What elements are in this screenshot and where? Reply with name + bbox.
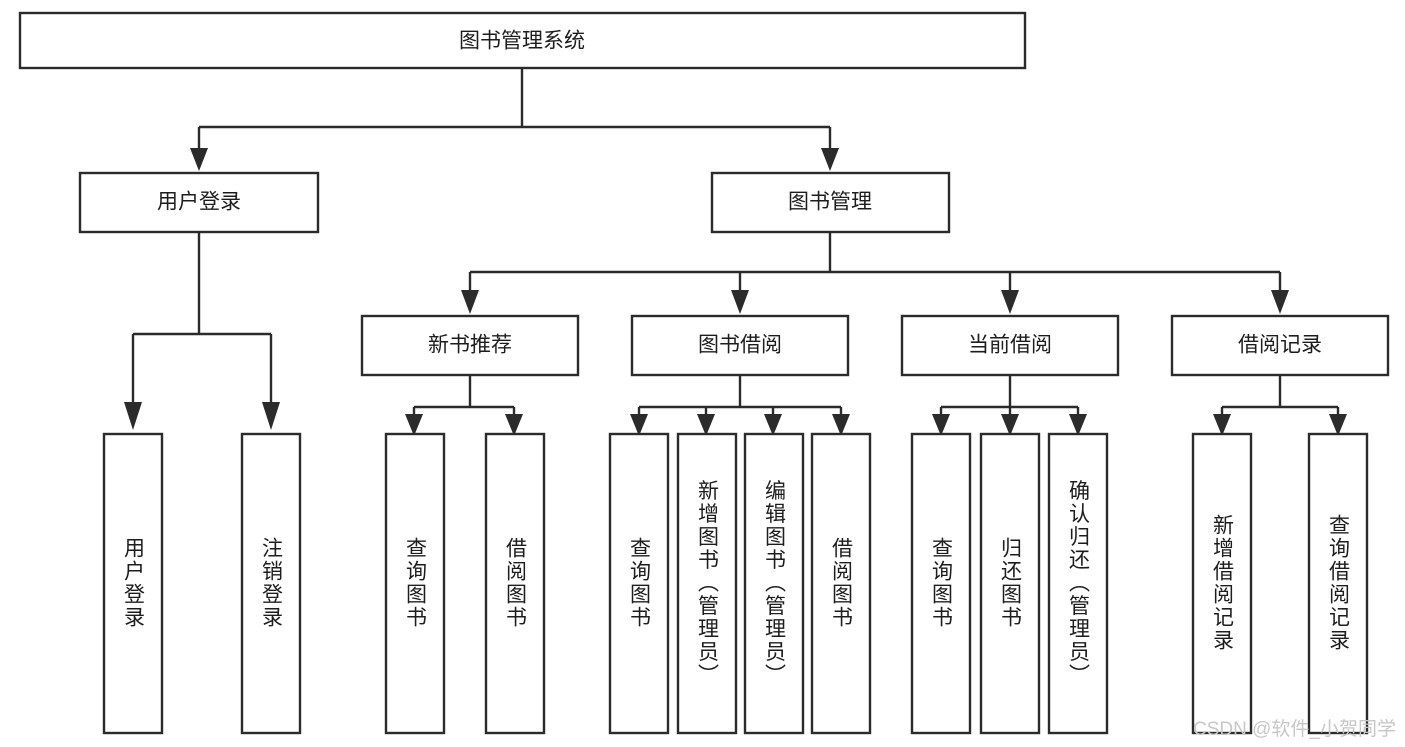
node-book-borrow[interactable]: 图书借阅 [630, 314, 850, 377]
node-label-root: 图书管理系统 [459, 30, 585, 53]
node-box-leaf-edit-book[interactable] [743, 432, 805, 735]
node-label-leaf-borrow-book-2: 借阅图书 [830, 537, 854, 629]
node-leaf-return-book[interactable]: 归还图书 [979, 432, 1041, 735]
arrow-head-leaf-query-book-2 [630, 414, 648, 436]
node-box-current-borrow[interactable] [900, 314, 1120, 377]
connector-layer [124, 68, 1347, 436]
node-box-leaf-user-login[interactable] [102, 432, 164, 735]
node-label-leaf-query-book-2: 查询图书 [628, 537, 652, 629]
node-leaf-confirm-return[interactable]: 确认归还（管理员） [1047, 432, 1109, 735]
node-box-leaf-add-book[interactable] [676, 432, 738, 735]
node-box-leaf-query-book-1[interactable] [384, 432, 446, 735]
arrow-head-current-borrow [1001, 290, 1019, 314]
node-leaf-query-record[interactable]: 查询借阅记录 [1307, 432, 1369, 735]
node-user-login[interactable]: 用户登录 [78, 171, 320, 234]
node-label-leaf-user-login: 用户登录 [122, 537, 146, 629]
node-leaf-query-book-2[interactable]: 查询图书 [608, 432, 670, 735]
node-box-leaf-borrow-book-1[interactable] [484, 432, 546, 735]
arrow-head-leaf-add-book [697, 414, 715, 436]
node-label-user-login: 用户登录 [157, 191, 241, 214]
node-new-book-recommend[interactable]: 新书推荐 [360, 314, 580, 377]
node-leaf-user-logout[interactable]: 注销登录 [240, 432, 302, 735]
arrow-head-new-book-recommend [461, 290, 479, 314]
node-box-root[interactable] [18, 11, 1027, 70]
node-box-book-borrow[interactable] [630, 314, 850, 377]
node-borrow-record[interactable]: 借阅记录 [1170, 314, 1390, 377]
node-box-leaf-return-book[interactable] [979, 432, 1041, 735]
node-label-book-manage: 图书管理 [788, 191, 872, 214]
node-box-book-manage[interactable] [710, 171, 951, 234]
arrow-head-user-login [190, 148, 208, 171]
node-label-leaf-borrow-book-1: 借阅图书 [504, 537, 528, 629]
arrow-head-leaf-user-logout [262, 402, 280, 430]
arrow-head-leaf-edit-book [764, 414, 782, 436]
arrow-head-leaf-query-book-1 [405, 414, 423, 436]
arrow-head-book-borrow [731, 290, 749, 314]
node-label-book-borrow: 图书借阅 [698, 334, 782, 357]
node-label-leaf-query-book-1: 查询图书 [404, 537, 428, 629]
arrow-head-leaf-confirm-return [1069, 414, 1087, 436]
node-leaf-borrow-book-1[interactable]: 借阅图书 [484, 432, 546, 735]
node-label-leaf-confirm-return: 确认归还（管理员） [1067, 480, 1091, 687]
node-label-leaf-add-record: 新增借阅记录 [1211, 514, 1235, 652]
node-leaf-query-book-3[interactable]: 查询图书 [910, 432, 972, 735]
node-box-borrow-record[interactable] [1170, 314, 1390, 377]
node-current-borrow[interactable]: 当前借阅 [900, 314, 1120, 377]
node-book-manage[interactable]: 图书管理 [710, 171, 951, 234]
node-box-leaf-user-logout[interactable] [240, 432, 302, 735]
node-box-leaf-borrow-book-2[interactable] [810, 432, 872, 735]
node-label-leaf-query-record: 查询借阅记录 [1327, 514, 1351, 652]
node-leaf-edit-book[interactable]: 编辑图书（管理员） [743, 432, 805, 735]
node-label-new-book-recommend: 新书推荐 [428, 334, 512, 357]
node-leaf-borrow-book-2[interactable]: 借阅图书 [810, 432, 872, 735]
node-box-leaf-query-record[interactable] [1307, 432, 1369, 735]
node-leaf-user-login[interactable]: 用户登录 [102, 432, 164, 735]
node-root-system[interactable]: 图书管理系统 [18, 11, 1027, 70]
node-label-leaf-query-book-3: 查询图书 [930, 537, 954, 629]
node-label-leaf-edit-book: 编辑图书（管理员） [763, 480, 787, 687]
arrow-head-leaf-return-book [1001, 414, 1019, 436]
node-box-leaf-query-book-3[interactable] [910, 432, 972, 735]
node-leaf-query-book-1[interactable]: 查询图书 [384, 432, 446, 735]
arrow-head-leaf-query-book-3 [932, 414, 950, 436]
node-label-leaf-user-logout: 注销登录 [260, 537, 284, 629]
arrow-head-book-manage [821, 148, 839, 171]
node-leaf-add-record[interactable]: 新增借阅记录 [1191, 432, 1253, 735]
arrow-head-leaf-user-login [124, 402, 142, 430]
node-box-leaf-query-book-2[interactable] [608, 432, 670, 735]
arrow-head-leaf-query-record [1329, 414, 1347, 436]
arrow-head-borrow-record [1271, 290, 1289, 314]
node-label-leaf-return-book: 归还图书 [999, 537, 1023, 629]
node-box-new-book-recommend[interactable] [360, 314, 580, 377]
node-box-leaf-add-record[interactable] [1191, 432, 1253, 735]
csdn-watermark: CSDN @软件_小贺同学 [1193, 718, 1396, 740]
node-label-current-borrow: 当前借阅 [968, 334, 1052, 357]
node-label-leaf-add-book: 新增图书（管理员） [696, 480, 720, 687]
node-box-leaf-confirm-return[interactable] [1047, 432, 1109, 735]
arrow-head-leaf-borrow-book-1 [505, 414, 523, 436]
node-label-borrow-record: 借阅记录 [1238, 334, 1322, 357]
node-box-user-login[interactable] [78, 171, 320, 234]
arrow-head-leaf-add-record [1213, 414, 1231, 436]
node-leaf-add-book[interactable]: 新增图书（管理员） [676, 432, 738, 735]
arrow-head-leaf-borrow-book-2 [832, 414, 850, 436]
